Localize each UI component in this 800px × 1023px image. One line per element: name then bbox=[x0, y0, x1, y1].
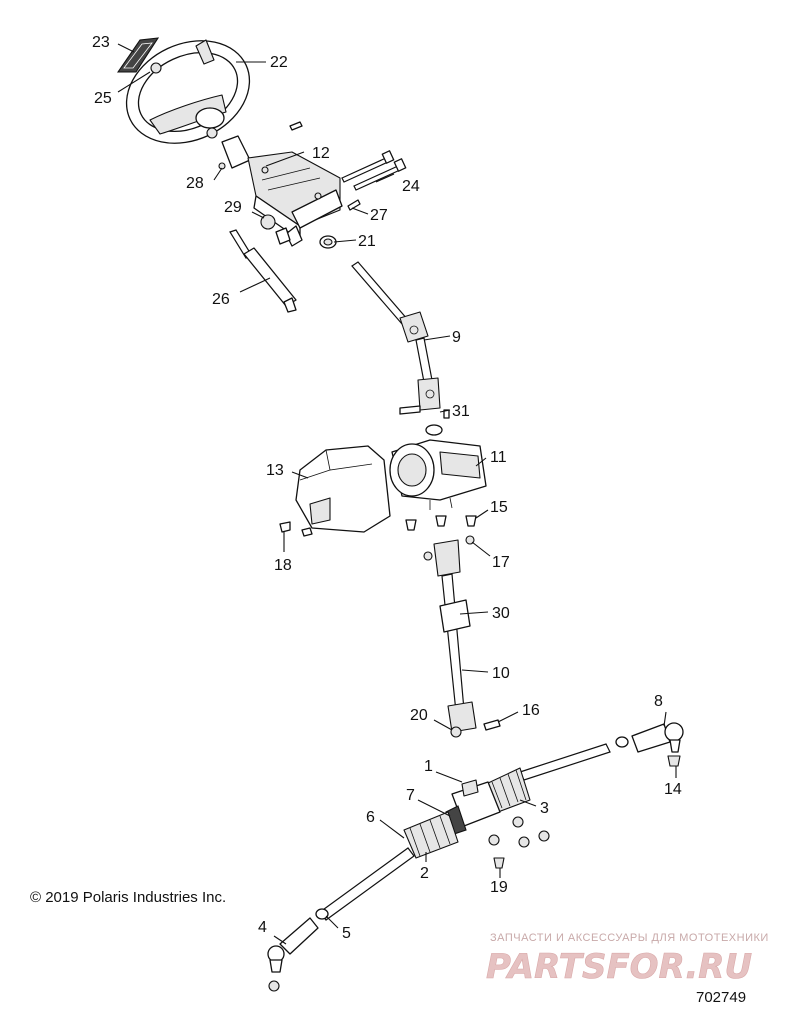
callout-15: 15 bbox=[490, 499, 508, 516]
tilt-bracket bbox=[221, 135, 343, 247]
jam-nut-left bbox=[315, 908, 329, 920]
callout-13: 13 bbox=[266, 462, 284, 479]
callout-18: 18 bbox=[274, 557, 292, 574]
screw-27 bbox=[347, 199, 361, 211]
callout-26: 26 bbox=[212, 291, 230, 308]
steering-wheel bbox=[125, 39, 251, 144]
rack-mount-nuts bbox=[488, 816, 550, 869]
callout-30: 30 bbox=[492, 605, 510, 622]
screw-18b bbox=[301, 527, 313, 537]
callouts: 1 2 3 4 5 6 7 8 9 10 11 12 13 14 15 16 1… bbox=[92, 34, 682, 942]
callout-7: 7 bbox=[406, 787, 415, 804]
steering-rack bbox=[319, 743, 611, 921]
callout-21: 21 bbox=[358, 233, 376, 250]
leader-lines bbox=[117, 43, 677, 945]
callout-27: 27 bbox=[370, 207, 388, 224]
copyright-notice: © 2019 Polaris Industries Inc. bbox=[30, 889, 226, 906]
callout-25: 25 bbox=[94, 90, 112, 107]
callout-28: 28 bbox=[186, 175, 204, 192]
pivot-hardware bbox=[260, 214, 291, 245]
callout-5: 5 bbox=[342, 925, 351, 942]
mounting-bolts bbox=[405, 515, 477, 531]
callout-20: 20 bbox=[410, 707, 428, 724]
jam-nut-right bbox=[615, 736, 629, 748]
bolt-small-top bbox=[289, 121, 303, 131]
callout-11: 11 bbox=[490, 449, 507, 466]
tie-rod-end-right bbox=[631, 722, 684, 767]
tie-rod-end-left bbox=[267, 917, 319, 992]
callout-4: 4 bbox=[258, 919, 267, 936]
watermark: ЗАПЧАСТИ И АКСЕССУАРЫ ДЛЯ МОТОТЕХНИКИ PA… bbox=[486, 932, 769, 987]
screw-18 bbox=[279, 521, 291, 533]
center-cap bbox=[150, 62, 162, 74]
emblem-badge bbox=[116, 37, 160, 73]
gas-strut bbox=[229, 229, 297, 313]
callout-22: 22 bbox=[270, 54, 288, 71]
callout-23: 23 bbox=[92, 34, 110, 51]
callout-8: 8 bbox=[654, 693, 663, 710]
watermark-brand: PARTSFOR.RU bbox=[486, 947, 752, 987]
power-steering-unit bbox=[389, 439, 487, 510]
callout-24: 24 bbox=[402, 178, 420, 195]
figure-number: 702749 bbox=[696, 989, 746, 1006]
pin-small bbox=[218, 162, 226, 170]
watermark-tagline: ЗАПЧАСТИ И АКСЕССУАРЫ ДЛЯ МОТОТЕХНИКИ bbox=[490, 932, 769, 944]
callout-3: 3 bbox=[540, 800, 549, 817]
callout-31: 31 bbox=[452, 403, 470, 420]
coupler-bolt bbox=[399, 405, 450, 436]
callout-16: 16 bbox=[522, 702, 540, 719]
long-bolts bbox=[341, 150, 407, 191]
nut-21 bbox=[319, 235, 337, 249]
callout-14: 14 bbox=[664, 781, 682, 798]
housing-cover bbox=[295, 445, 391, 533]
callout-9: 9 bbox=[452, 329, 461, 346]
callout-2: 2 bbox=[420, 865, 429, 882]
callout-1: 1 bbox=[424, 758, 433, 775]
callout-6: 6 bbox=[366, 809, 375, 826]
callout-17: 17 bbox=[492, 554, 510, 571]
upper-steering-shaft bbox=[351, 261, 441, 411]
callout-29: 29 bbox=[224, 199, 242, 216]
callout-10: 10 bbox=[492, 665, 510, 682]
callout-12: 12 bbox=[312, 145, 330, 162]
callout-19: 19 bbox=[490, 879, 508, 896]
lower-steering-shaft bbox=[423, 535, 501, 738]
